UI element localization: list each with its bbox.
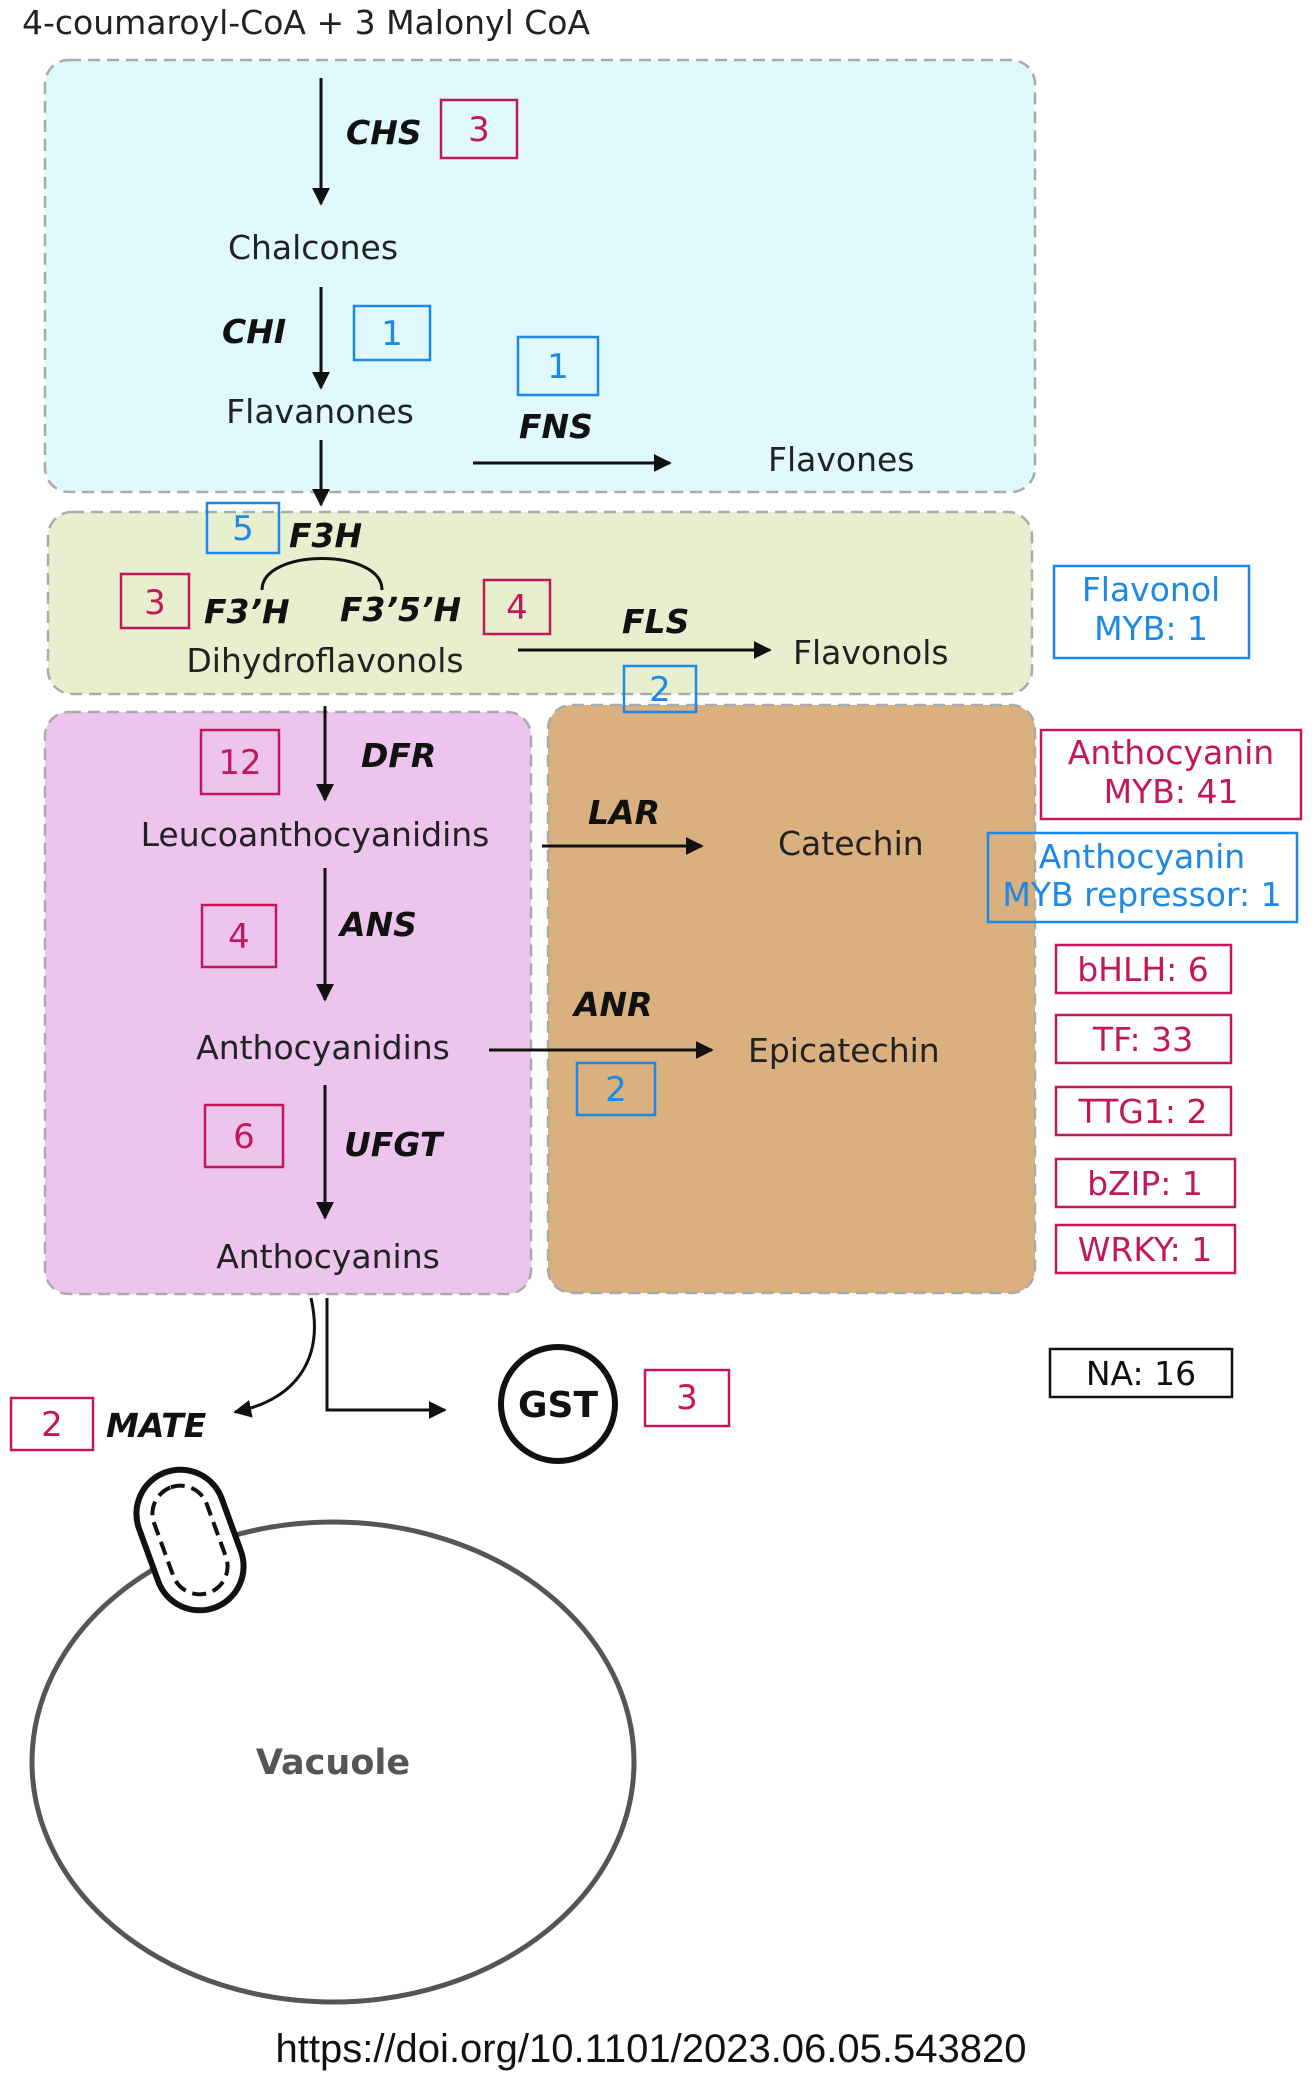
mate-count: 2 — [41, 1405, 63, 1445]
metabolite-gst: GST — [518, 1385, 598, 1426]
ans-count-box — [200, 903, 278, 969]
enzyme-ans: ANS — [337, 905, 417, 944]
ufgt-count-box — [203, 1103, 285, 1169]
legend-anthocyanin-myb-repressor-line2: MYB repressor: 1 — [1002, 875, 1281, 914]
vacuole-membrane — [29, 1519, 637, 2005]
metabolite-chalcones: Chalcones — [228, 228, 398, 267]
anr-count-box — [575, 1061, 657, 1117]
metabolite-flavonols: Flavonols — [793, 633, 949, 672]
legend-tf: TF: 33 — [1092, 1020, 1193, 1059]
legend-wrky: WRKY: 1 — [1078, 1230, 1212, 1269]
legend-na: NA: 16 — [1086, 1354, 1196, 1393]
enzyme-f3h-prime: F3’H — [204, 592, 290, 631]
metabolite-epicatechin: Epicatechin — [748, 1031, 940, 1070]
legend-bzip: bZIP: 1 — [1087, 1164, 1203, 1203]
metabolite-anthocyanins: Anthocyanins — [216, 1237, 440, 1276]
enzyme-mate: MATE — [106, 1406, 207, 1445]
region-anthocyanin-branch — [43, 710, 533, 1296]
ans-count: 4 — [228, 917, 250, 957]
vacuole-label: Vacuole — [256, 1743, 410, 1783]
legend-anthocyanin-myb-repressor-line1: Anthocyanin — [1039, 837, 1245, 876]
f3h-count-box — [205, 501, 281, 555]
mate-count-box — [9, 1396, 95, 1452]
f35h-count: 4 — [506, 588, 528, 628]
metabolite-flavones: Flavones — [768, 440, 915, 479]
legend-flavonol-myb-box — [1052, 564, 1251, 660]
enzyme-chi: CHI — [222, 312, 286, 351]
legend-ttg1-box — [1054, 1085, 1233, 1137]
f3h-count: 5 — [232, 509, 254, 549]
f35h-count-box — [482, 578, 552, 636]
substrates-label: 4-coumaroyl-CoA + 3 Malonyl CoA — [22, 3, 590, 42]
gst-transport-arrow — [325, 1298, 447, 1419]
dfr-count: 12 — [218, 743, 261, 783]
metabolite-anthocyanidins: Anthocyanidins — [196, 1028, 450, 1067]
fls-count: 2 — [649, 670, 671, 710]
fls-count-box — [622, 664, 698, 714]
enzyme-lar: LAR — [588, 793, 660, 832]
metabolite-leucoanthocyanidins: Leucoanthocyanidins — [141, 815, 490, 854]
enzyme-anr: ANR — [571, 985, 653, 1024]
legend-flavonol-myb-line2: MYB: 1 — [1094, 609, 1208, 648]
doi-link[interactable]: https://doi.org/10.1101/2023.06.05.54382… — [276, 2027, 1027, 2071]
enzyme-ufgt: UFGT — [344, 1125, 445, 1164]
legend-tf-box — [1054, 1013, 1233, 1065]
enzyme-fls: FLS — [622, 602, 689, 641]
legend-anthocyanin-myb-line2: MYB: 41 — [1104, 772, 1239, 811]
chi-count-box — [352, 304, 432, 362]
metabolite-flavanones: Flavanones — [226, 392, 414, 431]
gst-circle — [498, 1344, 618, 1464]
dfr-count-box — [199, 728, 281, 796]
fns-count: 1 — [547, 347, 569, 387]
legend-bhlh: bHLH: 6 — [1077, 950, 1209, 989]
metabolite-dihydroflavonols: Dihydroflavonols — [186, 641, 463, 680]
gst-count: 3 — [676, 1378, 698, 1418]
legend-ttg1: TTG1: 2 — [1078, 1092, 1208, 1131]
gst-count-box — [643, 1368, 731, 1428]
enzyme-f3h: F3H — [289, 516, 362, 555]
legend-anthocyanin-myb-repressor-box — [986, 831, 1299, 924]
enzyme-f35h: F3’5’H — [340, 590, 461, 629]
hydroxylation-arc — [260, 557, 384, 591]
f3h-prime-count-box — [119, 572, 191, 630]
legend-bhlh-box — [1054, 943, 1233, 995]
enzyme-dfr: DFR — [361, 736, 436, 775]
mate-transporter-icon — [133, 1466, 247, 1614]
legend-na-box — [1048, 1347, 1234, 1399]
legend-anthocyanin-myb-line1: Anthocyanin — [1068, 733, 1274, 772]
ufgt-count: 6 — [233, 1117, 255, 1157]
legend-flavonol-myb-line1: Flavonol — [1082, 570, 1220, 609]
fns-count-box — [516, 335, 600, 397]
chi-count: 1 — [381, 314, 403, 354]
enzyme-fns: FNS — [519, 407, 593, 446]
legend-anthocyanin-myb-box — [1039, 728, 1303, 821]
anr-count: 2 — [605, 1070, 627, 1110]
legend-bzip-box — [1054, 1157, 1237, 1209]
metabolite-catechin: Catechin — [778, 824, 924, 863]
f3h-prime-count: 3 — [144, 583, 166, 623]
chs-count-box — [439, 98, 519, 160]
region-early-pathway — [43, 58, 1037, 494]
legend-wrky-box — [1054, 1223, 1237, 1275]
region-dihydroflavonols — [46, 510, 1034, 696]
chs-count: 3 — [468, 110, 490, 150]
mate-transport-arrow — [233, 1297, 316, 1418]
enzyme-chs: CHS — [346, 113, 422, 152]
region-proanthocyanidin-branch — [546, 703, 1037, 1295]
